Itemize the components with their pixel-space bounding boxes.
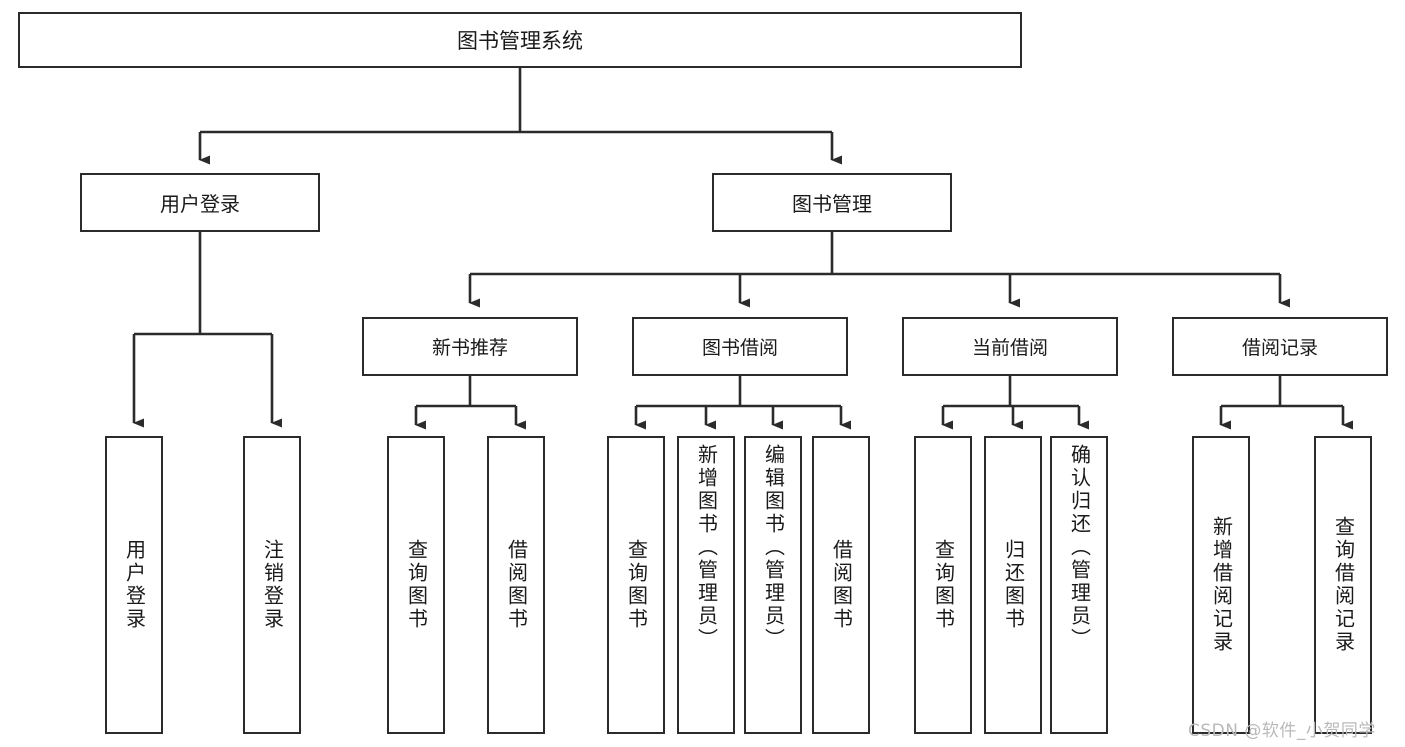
node-label: 用户登录 [122,539,147,631]
node-label: 编辑图书（管理员） [761,444,786,651]
csdn-watermark: CSDN @软件_小贺同学 [1188,721,1376,741]
leaf-new-book-query[interactable]: 查询图书 [387,436,445,734]
leaf-borrow-records-query[interactable]: 查询借阅记录 [1314,436,1372,734]
node-label: 新书推荐 [431,337,508,359]
node-current-borrow[interactable]: 当前借阅 [902,317,1118,376]
node-label: 查询图书 [624,539,649,631]
leaf-user-login-signin[interactable]: 用户登录 [105,436,163,734]
node-label: 当前借阅 [971,337,1048,359]
node-book-management[interactable]: 图书管理 [712,173,952,232]
node-user-login[interactable]: 用户登录 [80,173,320,232]
leaf-current-borrow-return[interactable]: 归还图书 [984,436,1042,734]
leaf-book-borrow-edit[interactable]: 编辑图书（管理员） [744,436,802,734]
node-label: 查询借阅记录 [1331,516,1356,654]
leaf-current-borrow-query[interactable]: 查询图书 [914,436,972,734]
leaf-user-login-signout[interactable]: 注销登录 [243,436,301,734]
node-label: 借阅图书 [504,539,529,631]
node-label: 查询图书 [404,539,429,631]
node-new-book-recommend[interactable]: 新书推荐 [362,317,578,376]
node-root-system[interactable]: 图书管理系统 [18,12,1022,68]
leaf-book-borrow-query[interactable]: 查询图书 [607,436,665,734]
node-label: 借阅图书 [829,539,854,631]
node-label: 归还图书 [1001,539,1026,631]
node-label: 图书管理系统 [457,29,583,53]
leaf-book-borrow-borrow[interactable]: 借阅图书 [812,436,870,734]
node-label: 图书借阅 [701,337,778,359]
node-label: 新增借阅记录 [1209,516,1234,654]
node-label: 用户登录 [160,192,240,216]
leaf-new-book-borrow[interactable]: 借阅图书 [487,436,545,734]
node-label: 注销登录 [260,539,285,631]
node-borrow-records[interactable]: 借阅记录 [1172,317,1388,376]
node-label: 新增图书（管理员） [694,444,719,651]
node-label: 图书管理 [792,192,872,216]
leaf-book-borrow-add[interactable]: 新增图书（管理员） [677,436,735,734]
leaf-borrow-records-add[interactable]: 新增借阅记录 [1192,436,1250,734]
node-label: 确认归还（管理员） [1067,444,1092,651]
leaf-current-borrow-confirm-return[interactable]: 确认归还（管理员） [1050,436,1108,734]
node-label: 借阅记录 [1241,337,1318,359]
node-label: 查询图书 [931,539,956,631]
node-book-borrow[interactable]: 图书借阅 [632,317,848,376]
